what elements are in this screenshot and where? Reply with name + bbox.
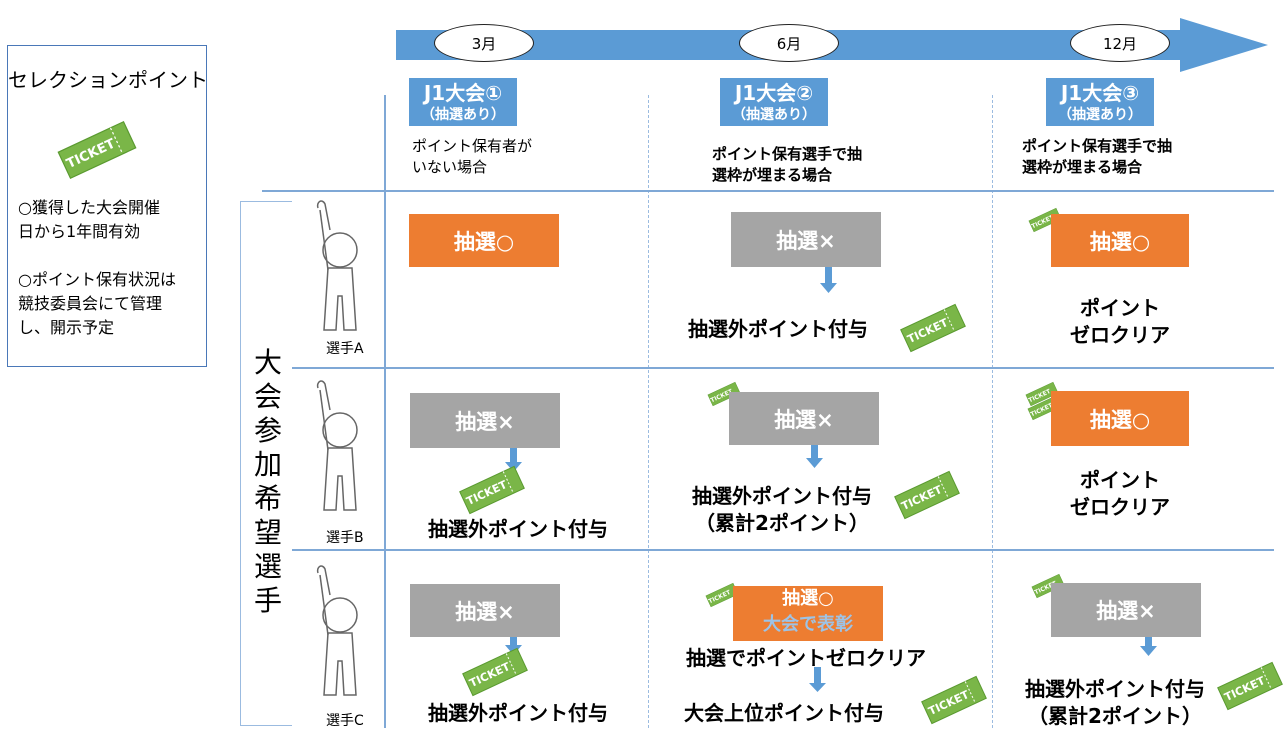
ticket-icon [921, 675, 987, 725]
result-label: 抽選外ポイント付与 （累計2ポイント） [1025, 677, 1205, 728]
side-label: 大 会 参 加 希 望 選 手 [253, 346, 282, 617]
lottery-win-box: 抽選○ [1051, 214, 1189, 267]
ticket-icon [894, 470, 960, 520]
ticket-icon [900, 303, 966, 353]
ticket-icon [462, 647, 528, 697]
result-label: ポイント ゼロクリア [1070, 296, 1170, 347]
result-label: ポイント ゼロクリア [1070, 468, 1170, 519]
event-header-1: J1大会① （抽選あり） [409, 78, 517, 126]
column-divider [384, 190, 386, 728]
column-divider-dashed [992, 95, 993, 728]
event-condition-2: ポイント保有選手で抽 選枠が埋まる場合 [712, 145, 863, 184]
header-divider [262, 190, 1274, 192]
player-c-label: 選手C [326, 713, 364, 729]
lottery-lose-box: 抽選× [1051, 583, 1201, 637]
player-a-figure [316, 200, 358, 331]
month-december: 12月 [1070, 24, 1170, 62]
lottery-lose-box: 抽選× [729, 392, 879, 445]
result-label: 大会上位ポイント付与 [684, 701, 884, 725]
legend-note-management: ○ポイント保有状況は 競技委員会にて管理 し、開示予定 [18, 270, 176, 337]
lottery-win-box: 抽選○ [409, 214, 559, 267]
lottery-lose-box: 抽選× [410, 393, 560, 448]
month-march: 3月 [434, 24, 534, 62]
column-divider [384, 95, 386, 190]
player-c-figure [316, 565, 358, 696]
event-header-3: J1大会③ （抽選あり） [1046, 78, 1154, 126]
result-label: 抽選でポイントゼロクリア [686, 646, 926, 670]
event-header-2: J1大会② （抽選あり） [720, 78, 828, 126]
result-label: 抽選外ポイント付与 [428, 517, 608, 541]
event-condition-1: ポイント保有者が いない場合 [412, 137, 533, 176]
result-label: 抽選外ポイント付与 [428, 701, 608, 725]
result-label: 抽選外ポイント付与 [688, 317, 868, 341]
event-condition-3: ポイント保有選手で抽 選枠が埋まる場合 [1022, 137, 1173, 176]
legend-note-validity: ○獲得した大会開催 日から1年間有効 [18, 198, 160, 241]
player-b-figure [316, 380, 358, 511]
row-divider [292, 549, 1274, 551]
result-label: 抽選外ポイント付与 （累計2ポイント） [692, 484, 872, 535]
player-b-label: 選手B [326, 530, 364, 546]
lottery-lose-box: 抽選× [410, 584, 560, 637]
row-divider [292, 367, 1274, 369]
down-arrows [505, 265, 1157, 692]
ticket-icon [459, 465, 525, 515]
player-a-label: 選手A [326, 341, 364, 357]
legend-box: セレクションポイント ○獲得した大会開催 日から1年間有効 ○ポイント保有状況は… [7, 45, 208, 367]
lottery-lose-box: 抽選× [731, 212, 881, 267]
side-bracket [240, 201, 292, 726]
lottery-win-box: 抽選○ [1051, 391, 1189, 446]
legend-title: セレクションポイント [8, 68, 208, 92]
column-divider-dashed [648, 95, 649, 728]
lottery-win-award-box: 抽選○ 大会で表彰 [733, 586, 883, 641]
month-june: 6月 [739, 24, 839, 62]
